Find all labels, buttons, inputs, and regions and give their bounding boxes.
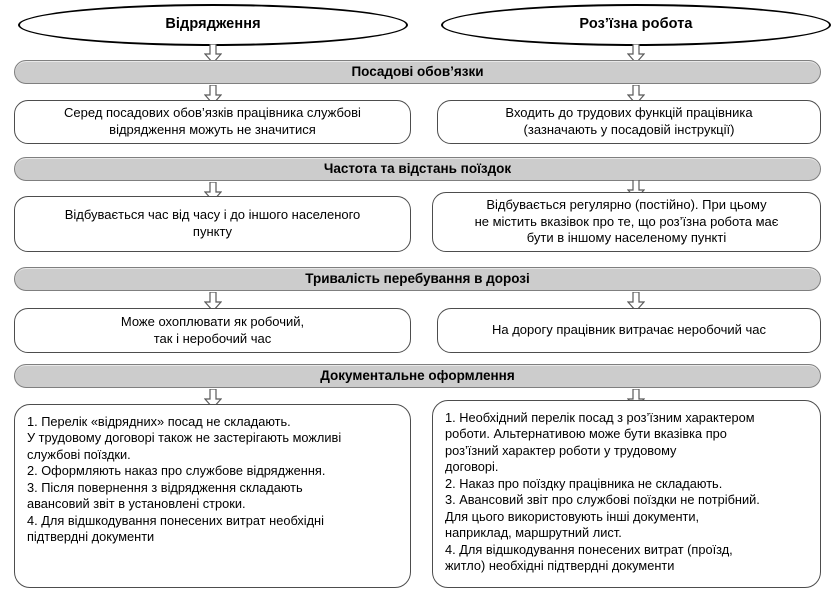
arrow-down-icon [204, 44, 222, 64]
arrow-down-icon [204, 85, 222, 105]
section-bar-dokumentalne-oformlennya: Документальне оформлення [14, 364, 821, 388]
content-box-text: Серед посадових обов’язків працівника сл… [64, 105, 361, 137]
arrow-down-icon [627, 85, 645, 105]
ellipse-header-left: Відрядження [18, 4, 408, 46]
content-box-text: На дорогу працівник витрачає неробочий ч… [491, 322, 767, 338]
section-bar-label: Посадові обов’язки [351, 64, 484, 80]
ellipse-header-right-label: Роз’їзна робота [579, 16, 693, 33]
content-box-text: Може охоплювати як робочий, так і неробо… [120, 313, 305, 346]
ellipse-header-right: Роз’їзна робота [441, 4, 831, 46]
content-box-section4-right: 1. Необхідний перелік посад з роз’їзним … [432, 400, 821, 588]
content-box-text: 1. Необхідний перелік посад з роз’їзним … [445, 410, 760, 573]
content-box-section3-right: На дорогу працівник витрачає неробочий ч… [437, 308, 821, 353]
section-bar-label: Частота та відстань поїздок [323, 161, 512, 177]
section-bar-posadovi-obovyazky: Посадові обов’язки [14, 60, 821, 84]
content-box-section3-left: Може охоплювати як робочий, так і неробо… [14, 308, 411, 353]
content-box-section1-right: Входить до трудових функцій працівника (… [437, 100, 821, 144]
content-box-text: Входить до трудових функцій працівника (… [505, 105, 753, 137]
section-bar-tryvalist-perebuvannya: Тривалість перебування в дорозі [14, 267, 821, 291]
arrow-down-icon [204, 292, 222, 312]
section-bar-label: Документальне оформлення [320, 368, 515, 384]
content-box-section2-right: Відбувається регулярно (постійно). При ц… [432, 192, 821, 252]
arrow-down-icon [204, 389, 222, 409]
content-box-text: 1. Перелік «відрядних» посад не складают… [27, 414, 342, 545]
content-box-section2-left: Відбувається час від часу і до іншого на… [14, 196, 411, 252]
arrow-down-icon [627, 44, 645, 64]
arrow-down-icon [627, 292, 645, 312]
content-box-text: Відбувається час від часу і до іншого на… [64, 207, 361, 239]
ellipse-header-left-label: Відрядження [165, 16, 261, 33]
section-bar-chastota-vidstan: Частота та відстань поїздок [14, 157, 821, 181]
section-bar-label: Тривалість перебування в дорозі [305, 271, 530, 287]
content-box-section1-left: Серед посадових обов’язків працівника сл… [14, 100, 411, 144]
content-box-section4-left: 1. Перелік «відрядних» посад не складают… [14, 404, 411, 588]
content-box-text: Відбувається регулярно (постійно). При ц… [474, 197, 779, 246]
